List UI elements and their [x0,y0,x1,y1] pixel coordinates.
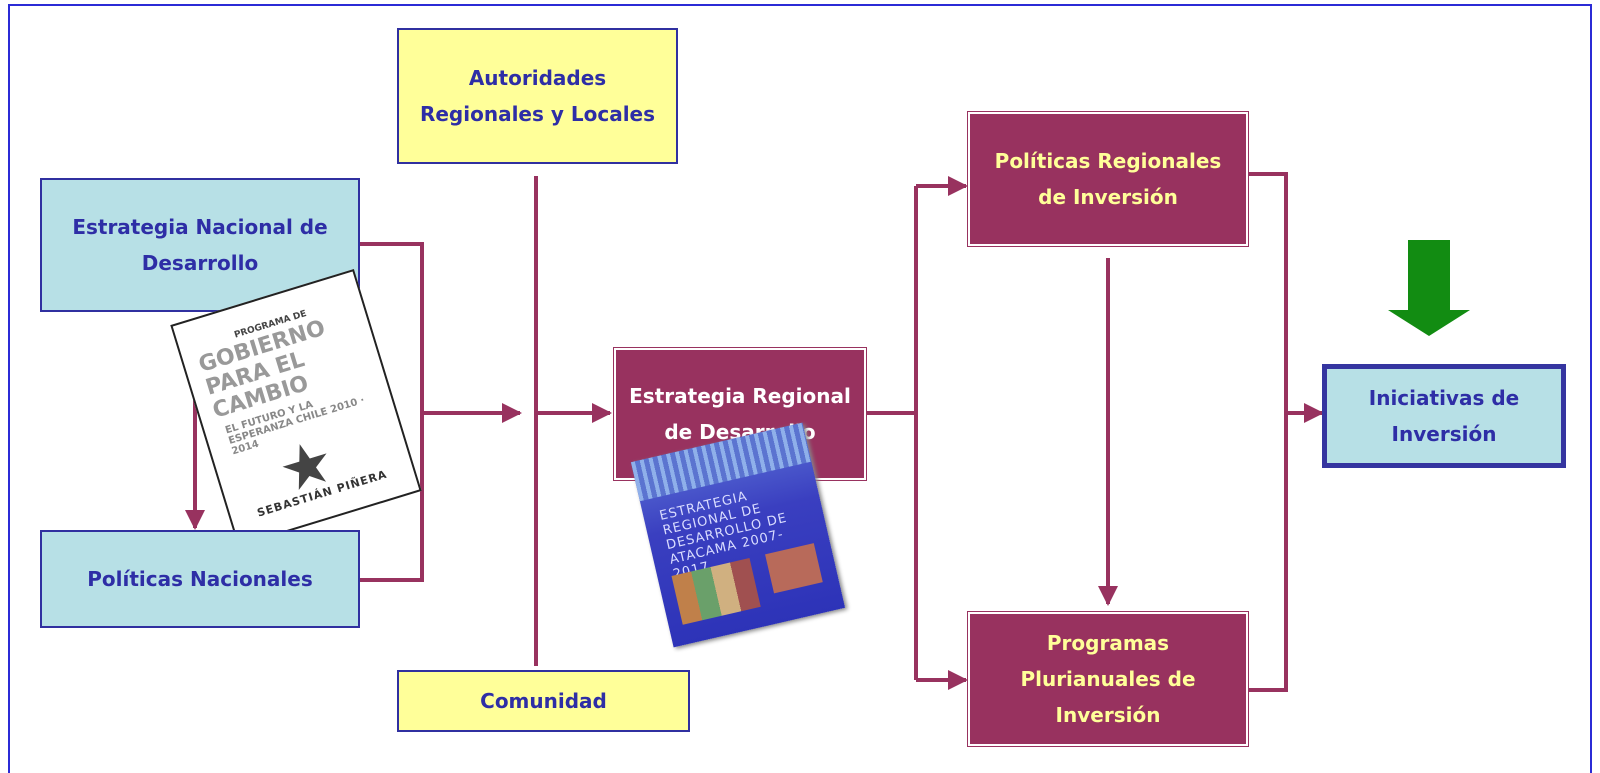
box-comunidad: Comunidad [397,670,690,732]
box-programas-plurianuales: Programas Plurianuales de Inversión [968,612,1248,746]
green-down-arrow-icon [1388,240,1470,336]
bracket-right [1248,172,1288,692]
box-politicas-nacionales: Políticas Nacionales [40,530,360,628]
box-estrategia-nacional: Estrategia Nacional de Desarrollo [40,178,360,312]
box-autoridades: Autoridades Regionales y Locales [397,28,678,164]
diagram-frame [8,4,1592,773]
box-politicas-regionales: Políticas Regionales de Inversión [968,112,1248,246]
box-iniciativas: Iniciativas de Inversión [1322,364,1566,468]
